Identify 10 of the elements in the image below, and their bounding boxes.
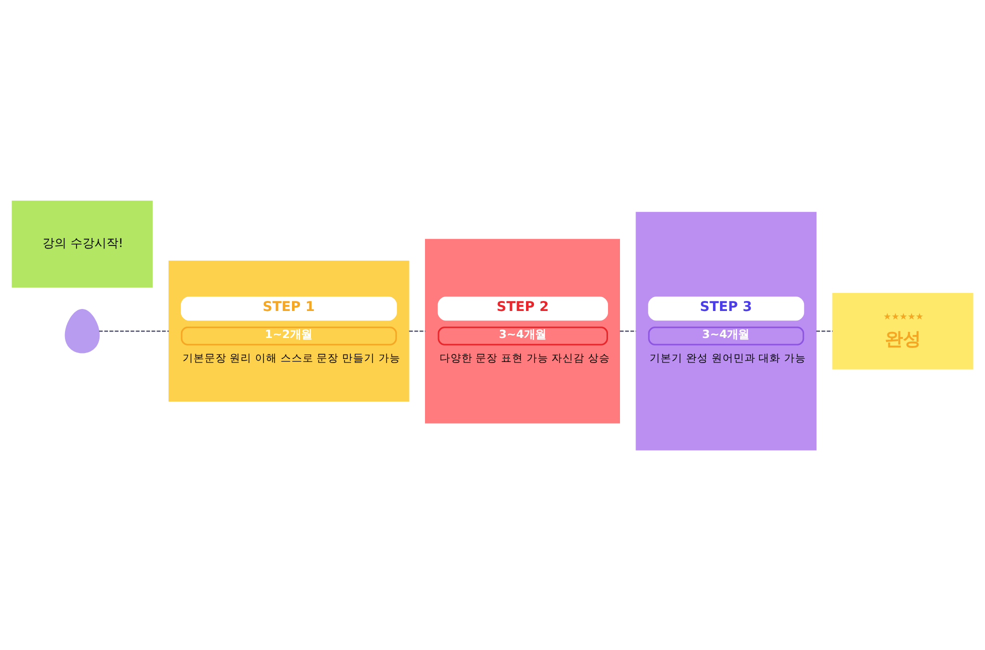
node-box: STEP 1 1~2개월 기본문장 원리 이해 스스로 문장 만들기 가능 [168, 260, 410, 402]
connector [409, 330, 426, 332]
node-person [64, 308, 100, 353]
node-box: 강의 수강시작! [12, 200, 153, 288]
connector [816, 330, 833, 332]
node-box: STEP 3 3~4개월 기본기 완성 원어민과 대화 가능 [636, 211, 816, 450]
node-box: STEP 2 3~4개월 다양한 문장 표현 가능 자신감 상승 [425, 238, 620, 423]
connector [620, 330, 636, 332]
node-box: ★★★★★ 완성 [832, 292, 974, 369]
connector [99, 330, 169, 332]
